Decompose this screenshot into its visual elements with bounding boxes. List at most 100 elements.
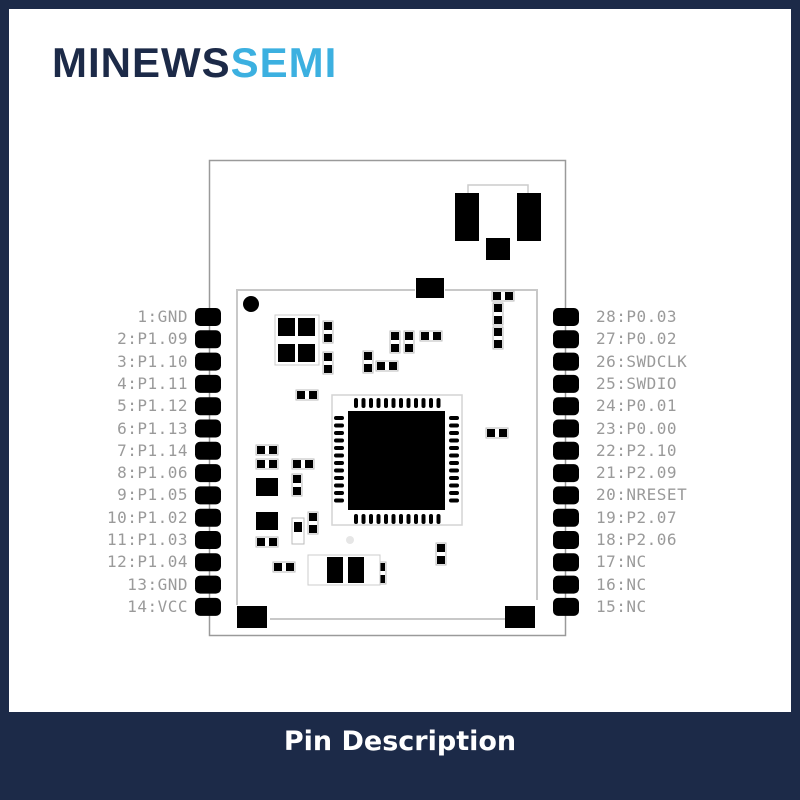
ic-pin xyxy=(449,476,459,480)
left-pin-label: 10:P1.02 xyxy=(106,507,188,527)
passive-component xyxy=(295,389,319,401)
ic-pin xyxy=(334,446,344,450)
ic-pin xyxy=(436,514,441,524)
ic-pin xyxy=(449,483,459,488)
right-pin-pad xyxy=(553,486,579,505)
passive-component xyxy=(492,326,504,350)
left-pin-pad xyxy=(195,330,221,349)
right-pin-label: 15:NC xyxy=(596,596,647,616)
passive-component xyxy=(419,330,443,342)
right-pin-pad xyxy=(553,508,579,527)
right-pin-label: 22:P2.10 xyxy=(596,440,678,460)
left-pin-pad xyxy=(195,419,221,438)
ic-pin xyxy=(449,498,459,503)
passive-component xyxy=(403,330,415,354)
right-pin-label: 28:P0.03 xyxy=(596,307,678,326)
right-pin-pad xyxy=(553,374,579,393)
left-pin-pad xyxy=(195,531,221,549)
left-pin-label: 3:P1.10 xyxy=(117,351,188,371)
ic-pin xyxy=(384,398,388,408)
passive-component xyxy=(291,458,315,470)
left-pin-pad xyxy=(195,486,221,505)
ic-pin xyxy=(334,483,344,488)
ic-pin xyxy=(391,514,396,524)
ic-pin xyxy=(414,398,418,408)
right-pin-label: 17:NC xyxy=(596,552,647,572)
ic-pin xyxy=(334,431,344,435)
antenna-feed xyxy=(486,238,510,260)
antenna-left xyxy=(455,193,479,241)
left-pin-pad xyxy=(195,464,221,483)
left-pin-pad xyxy=(195,308,221,326)
antenna-right xyxy=(517,193,541,241)
left-pin-pad xyxy=(195,397,221,416)
corner-pad-right xyxy=(505,606,535,628)
ic-pin xyxy=(376,514,381,524)
ic-pin xyxy=(436,398,441,408)
ic-pin xyxy=(334,468,344,473)
left-pin-label: 11:P1.03 xyxy=(106,530,188,549)
ic-pin xyxy=(429,398,433,408)
ic-pin xyxy=(449,416,459,420)
right-pin-label: 19:P2.07 xyxy=(596,507,678,527)
ic-pin xyxy=(334,491,344,495)
inductor xyxy=(256,512,278,530)
ic-pin xyxy=(449,468,459,473)
right-pin-pad xyxy=(553,352,579,371)
ic-pin xyxy=(334,476,344,480)
passive-component xyxy=(389,330,401,354)
right-pin-pad xyxy=(553,464,579,483)
right-pin-label: 25:SWDIO xyxy=(596,373,678,393)
ic-pin xyxy=(449,453,459,458)
left-pin-pad xyxy=(195,575,221,594)
passive-component xyxy=(492,302,504,326)
ic-pin xyxy=(406,514,411,524)
inductor xyxy=(256,478,278,496)
module-outline xyxy=(208,159,567,637)
shield-outline-right xyxy=(445,289,538,600)
minewsemi-logo: MINEWSSEMI xyxy=(52,39,338,86)
left-pin-label: 12:P1.04 xyxy=(106,552,188,572)
ic-pin xyxy=(354,398,358,408)
left-pin-pad xyxy=(195,508,221,527)
left-pin-label: 13:GND xyxy=(127,574,188,594)
right-pin-pad xyxy=(553,575,579,594)
ic-pin xyxy=(361,514,366,524)
ic-pin xyxy=(334,461,344,465)
ic-pin xyxy=(414,514,418,524)
passive-component xyxy=(255,444,279,456)
passive-component xyxy=(435,542,447,566)
right-pin-pad xyxy=(553,597,579,616)
ic-pin xyxy=(369,514,373,524)
antenna-pad xyxy=(416,278,444,298)
ic-pin xyxy=(384,514,388,524)
right-pin-label: 18:P2.06 xyxy=(596,530,678,549)
main-ic xyxy=(348,411,445,510)
ic-pin xyxy=(399,398,403,408)
passive-component xyxy=(485,427,509,439)
right-pin-pad xyxy=(553,330,579,349)
ic-pin xyxy=(429,514,433,524)
passive-component xyxy=(291,473,303,497)
ic-pin xyxy=(334,453,344,458)
ic-pin xyxy=(334,416,344,420)
passive-component xyxy=(322,320,334,344)
ic-pin xyxy=(449,446,459,450)
left-pin-label: 6:P1.13 xyxy=(117,418,188,438)
passive-component xyxy=(255,536,279,548)
ic-pin xyxy=(354,514,358,524)
left-pin-label: 1:GND xyxy=(137,307,188,326)
left-pin-pad xyxy=(195,553,221,572)
passive-component xyxy=(272,561,296,573)
left-pin-pad xyxy=(195,597,221,616)
passive-component xyxy=(375,360,399,372)
right-pin-pad xyxy=(553,441,579,460)
ic-pin xyxy=(449,461,459,465)
ic-pin xyxy=(449,423,459,428)
ic-pin xyxy=(334,438,344,443)
left-pin-pad xyxy=(195,352,221,371)
left-pin-label: 4:P1.11 xyxy=(117,373,188,393)
passive-component xyxy=(307,511,319,535)
ic-pin xyxy=(334,498,344,503)
